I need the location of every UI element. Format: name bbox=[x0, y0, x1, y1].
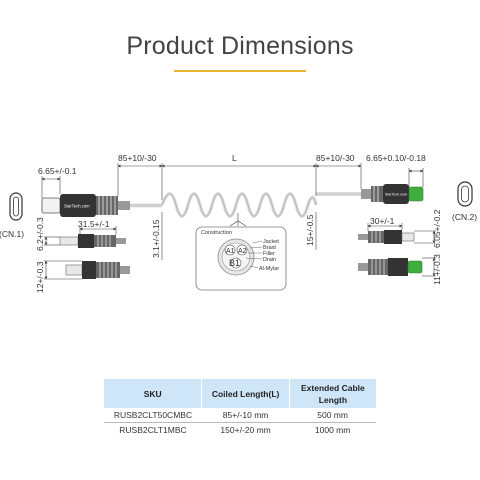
header-sku: SKU bbox=[104, 379, 202, 408]
dim-length: L bbox=[232, 153, 237, 163]
cn2-port-icon bbox=[457, 181, 473, 207]
dim-right-body-height: 11+/-0.3 bbox=[432, 254, 442, 285]
right-connector: StarTech.com bbox=[361, 184, 424, 204]
coiled-length-cell: 85+/-10 mm bbox=[201, 408, 290, 423]
sku-cell: RUSB2CLT50CMBC bbox=[104, 408, 202, 423]
page-title: Product Dimensions bbox=[126, 32, 354, 60]
pin-label-a1: A1 bbox=[226, 248, 235, 255]
left-brand-label: StarTech.com bbox=[64, 204, 90, 209]
header-coiled-length: Coiled Length(L) bbox=[201, 379, 290, 408]
table-row: RUSB2CLT1MBC 150+/-20 mm 1000 mm bbox=[104, 423, 376, 438]
construction-label-drain: Drain bbox=[263, 257, 276, 263]
pin-label-b1: B1 bbox=[229, 258, 240, 268]
construction-label-al-mylar: Al-Mylar bbox=[259, 266, 279, 272]
cn1-label: (CN.1) bbox=[0, 229, 24, 239]
extended-length-cell: 500 mm bbox=[289, 408, 376, 423]
right-plug-side-dims bbox=[367, 223, 436, 244]
cn1-port-icon bbox=[9, 192, 23, 221]
dim-coil-diameter: 15+/-0.5 bbox=[305, 214, 315, 246]
dim-left-body-height: 12+/-0.3 bbox=[35, 261, 45, 293]
left-connector: StarTech.com bbox=[41, 194, 130, 217]
dim-right-segment: 85+10/-30 bbox=[316, 153, 355, 163]
construction-callout: Construction A1 A2 B1 Jacket Braid Fille… bbox=[195, 213, 287, 291]
dim-cable-diameter: 3.1+/-0.15 bbox=[151, 219, 161, 258]
dim-left-segment: 85+10/-30 bbox=[118, 153, 157, 163]
right-plug-side-view bbox=[358, 230, 415, 244]
construction-label-filler: Filler bbox=[263, 251, 275, 257]
construction-label-jacket: Jacket bbox=[263, 239, 279, 245]
right-plug-top-dims bbox=[422, 257, 436, 277]
dim-left-plug-length: 31.5+/-1 bbox=[78, 219, 110, 229]
dim-right-plug-height: 6.05+/-0.2 bbox=[432, 209, 442, 248]
right-plug-top-view bbox=[358, 258, 423, 276]
dimensions-table: SKU Coiled Length(L) Extended Cable Leng… bbox=[104, 379, 376, 437]
coiled-cable-outline bbox=[161, 193, 317, 217]
top-dimensions bbox=[41, 163, 424, 200]
right-brand-label: StarTech.com bbox=[385, 193, 407, 197]
left-plug-side-dims bbox=[44, 226, 117, 246]
dim-left-head: 6.65+/-0.1 bbox=[38, 166, 77, 176]
cn2-label: (CN.2) bbox=[452, 212, 477, 222]
dim-left-plug-height: 6.2+/-0.3 bbox=[35, 217, 45, 251]
dim-right-head: 6.65+0.10/-0.18 bbox=[366, 153, 426, 163]
table-row: RUSB2CLT50CMBC 85+/-10 mm 500 mm bbox=[104, 408, 376, 423]
construction-title: Construction bbox=[201, 230, 232, 236]
construction-label-braid: Braid bbox=[263, 245, 276, 251]
title-underline bbox=[174, 70, 306, 72]
left-plug-top-view bbox=[65, 261, 130, 279]
left-plug-side-view bbox=[59, 234, 126, 248]
coil-dimensions bbox=[161, 212, 317, 260]
extended-length-cell: 1000 mm bbox=[314, 425, 351, 435]
sku-cell: RUSB2CLT1MBC bbox=[119, 425, 187, 435]
table-header-row: SKU Coiled Length(L) Extended Cable Leng… bbox=[104, 379, 376, 408]
dim-right-plug-length: 30+/-1 bbox=[370, 216, 395, 226]
left-plug-top-dims bbox=[44, 260, 82, 280]
coiled-length-cell: 150+/-20 mm bbox=[220, 425, 271, 435]
header-extended-length: Extended Cable Length bbox=[288, 379, 376, 408]
pin-label-a2: A2 bbox=[238, 248, 247, 255]
